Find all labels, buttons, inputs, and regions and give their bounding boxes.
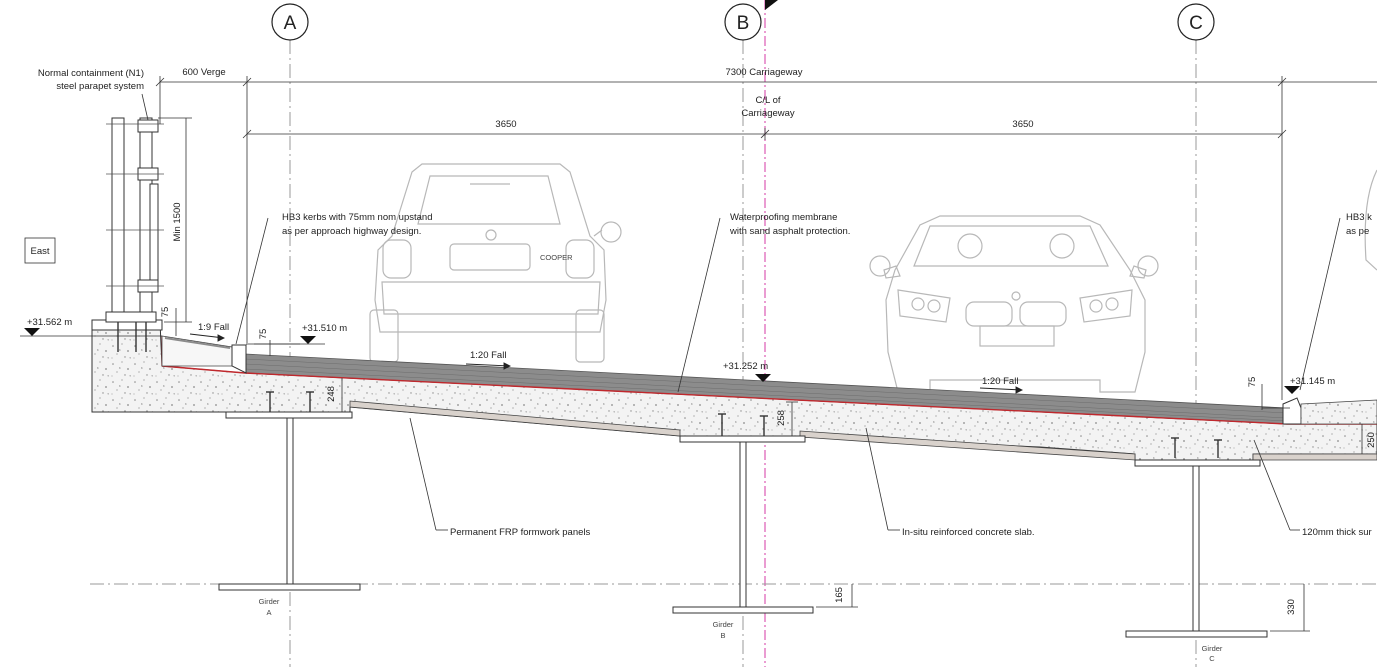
slab-depth-a-dimension: 248 [326, 386, 337, 402]
frp-formwork-panel-1 [349, 400, 681, 437]
girder-b-title: Girder [713, 620, 734, 629]
level-marker-east-icon [1284, 386, 1300, 394]
section-arrow-icon [765, 0, 778, 10]
level-crown: +31.252 m [723, 361, 768, 372]
girder-b-id: B [720, 631, 725, 640]
girder-a-id: A [266, 608, 271, 617]
centreline-label-line2: Carriageway [741, 108, 795, 119]
parapet-height-dimension: Min 1500 [172, 202, 183, 241]
kerb-note-line2: as per approach highway design. [282, 226, 421, 237]
girder-c-id: C [1209, 654, 1215, 663]
left-fall-label: 1:20 Fall [470, 350, 506, 361]
level-kerb-top: +31.510 m [302, 323, 347, 334]
orientation-box [24, 237, 56, 264]
dimension-lines [20, 76, 1377, 632]
girder-b [672, 435, 814, 614]
cooper-badge: COOPER [540, 253, 573, 262]
car-rear-view [369, 163, 622, 363]
fall-arrows [189, 333, 1024, 394]
asphalt-hatch [244, 358, 1288, 422]
steel-parapet [91, 117, 164, 352]
girder-a [218, 411, 361, 591]
orientation-label: East [30, 246, 49, 257]
level-east-kerb: +31.145 m [1290, 376, 1335, 387]
girder-offset-c-dimension: 330 [1286, 599, 1297, 615]
membrane-note-line2: with sand asphalt protection. [729, 226, 850, 237]
parapet-label-line2: steel parapet system [56, 81, 144, 92]
lane-width-right: 3650 [1012, 119, 1033, 130]
lane-width-left: 3650 [495, 119, 516, 130]
grid-label-a: A [284, 13, 297, 34]
slab-depth-c-dimension: 250 [1366, 432, 1377, 448]
car-front-view [869, 215, 1159, 393]
verge-topping [164, 337, 231, 349]
verge-fall-label: 1:9 Fall [198, 322, 229, 333]
slab-depth-b-dimension: 258 [776, 410, 787, 426]
right-fall-label: 1:20 Fall [982, 376, 1018, 387]
girder-c-title: Girder [1202, 644, 1223, 653]
level-marker-kerb-icon [300, 336, 316, 344]
kerb-note-right-line1: HB3 k [1346, 212, 1372, 223]
level-marker-west-icon [24, 328, 40, 336]
grid-label-c: C [1189, 13, 1203, 34]
kerb-upstand-dimension: 75 [258, 329, 269, 340]
grid-lines [90, 0, 1377, 667]
frp-panels-label: Permanent FRP formwork panels [450, 527, 591, 538]
verge-right [1300, 399, 1377, 425]
insitu-slab-label: In-situ reinforced concrete slab. [902, 527, 1035, 538]
parapet-label-line1: Normal containment (N1) [38, 68, 144, 79]
frp-formwork-panel-2 [799, 430, 1136, 461]
carriageway-dimension: 7300 Carriageway [725, 67, 802, 78]
membrane-note-line1: Waterproofing membrane [730, 212, 837, 223]
level-west-deck: +31.562 m [27, 317, 72, 328]
leader-lines [141, 93, 1341, 531]
kerb-right [1282, 397, 1302, 425]
grid-bubble-b: B [724, 3, 762, 41]
verge-dimension: 600 Verge [182, 67, 225, 78]
kerb-note-right-line2: as pe [1346, 226, 1369, 237]
car-partial-right [1364, 169, 1377, 271]
level-markers [24, 328, 1300, 394]
girder-a-title: Girder [259, 597, 280, 606]
grid-label-b: B [737, 13, 750, 34]
girder-c [1125, 459, 1268, 638]
centreline-label-line1: C/L of [756, 95, 781, 106]
verge-surface [161, 335, 233, 367]
parapet-upstand-dimension: 75 [160, 307, 171, 318]
grid-bubble-c: C [1177, 3, 1215, 41]
grid-bubble-a: A [271, 3, 309, 41]
kerb-upstand-right-dimension: 75 [1247, 377, 1258, 388]
surfacing-label: 120mm thick sur [1302, 527, 1372, 538]
frp-formwork-panel-3 [1252, 453, 1377, 461]
girder-offset-b-dimension: 165 [834, 587, 845, 603]
kerb-note-line1: HB3 kerbs with 75mm nom upstand [282, 212, 432, 223]
kerb-left [231, 344, 247, 374]
shear-studs [266, 391, 1222, 458]
level-marker-crown-icon [755, 374, 771, 382]
